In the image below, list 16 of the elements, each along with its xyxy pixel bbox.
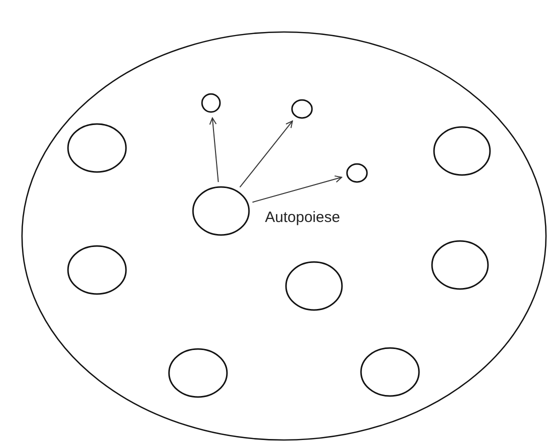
circle-shape (291, 99, 313, 119)
circle-shape (201, 93, 221, 113)
circle-shape (285, 261, 343, 311)
circle-shape (192, 186, 250, 236)
circle-shape (346, 163, 368, 183)
circle-shape (67, 123, 127, 173)
node-caption: Autopoiese (265, 209, 340, 226)
circle-shape (431, 240, 489, 290)
circle-shape (67, 245, 127, 295)
circle-shape (433, 126, 491, 176)
arrow (239, 120, 293, 188)
outer-ellipse (21, 31, 547, 441)
arrow (209, 117, 219, 183)
circle-shape (360, 347, 420, 397)
arrow (252, 175, 342, 203)
circle-shape (168, 348, 228, 398)
